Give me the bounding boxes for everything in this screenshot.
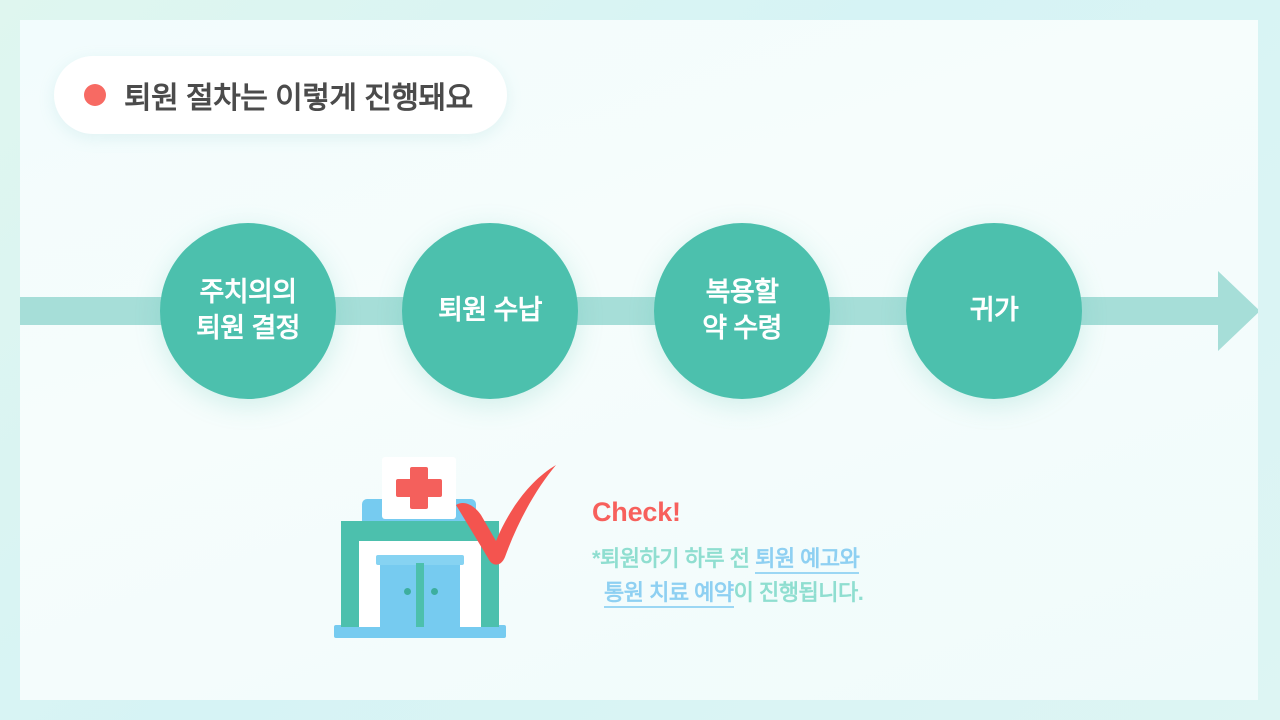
check-line2-highlight[interactable]: 통원 치료 예약 <box>604 580 734 609</box>
timeline-step-1[interactable]: 주치의의 퇴원 결정 <box>160 223 336 399</box>
red-cross-sign <box>382 457 456 519</box>
page-title-pill: 퇴원 절차는 이렇게 진행돼요 <box>54 56 507 134</box>
red-checkmark-icon <box>456 465 556 565</box>
red-dot-icon <box>84 84 106 106</box>
timeline-step-1-line-2: 퇴원 결정 <box>196 313 300 343</box>
hospital-door-handle-left <box>404 588 411 595</box>
check-body-line-1: *퇴원하기 하루 전 퇴원 예고와 <box>592 542 1012 576</box>
red-cross-icon-bar <box>396 479 442 497</box>
timeline-step-3-line-1: 복용할 <box>705 277 779 308</box>
check-line1-prefix: *퇴원하기 하루 전 <box>592 546 756 571</box>
hospital-door-lintel <box>376 555 464 565</box>
timeline-step-4-line-1: 귀가 <box>969 295 1019 326</box>
bottom-section: Check! *퇴원하기 하루 전 퇴원 예고와 통원 치료 예약이 진행됩니다… <box>20 435 1258 700</box>
hospital-door-handle-right <box>431 588 438 595</box>
timeline-step-2-line-1: 퇴원 수납 <box>438 295 542 326</box>
timeline-step-2[interactable]: 퇴원 수납 <box>402 223 578 399</box>
timeline-step-3-line-2: 약 수령 <box>702 313 782 343</box>
timeline-steps: 주치의의 퇴원 결정 퇴원 수납 복용할 약 수령 귀가 <box>20 190 1258 420</box>
timeline-step-3[interactable]: 복용할 약 수령 <box>654 223 830 399</box>
slide-card: 퇴원 절차는 이렇게 진행돼요 주치의의 퇴원 결정 퇴원 수납 복용할 약 수… <box>20 20 1258 700</box>
hospital-building-icon <box>320 455 560 655</box>
check-body-line-2: 통원 치료 예약이 진행됩니다. <box>592 576 1012 610</box>
check-line1-highlight[interactable]: 퇴원 예고와 <box>755 546 860 574</box>
check-body: *퇴원하기 하루 전 퇴원 예고와 통원 치료 예약이 진행됩니다. <box>592 542 1012 610</box>
page-title: 퇴원 절차는 이렇게 진행돼요 <box>124 82 473 115</box>
hospital-base <box>334 625 506 638</box>
timeline-step-4[interactable]: 귀가 <box>906 223 1082 399</box>
hospital-door-divider <box>416 563 424 627</box>
check-note: Check! *퇴원하기 하루 전 퇴원 예고와 통원 치료 예약이 진행됩니다… <box>592 497 1012 610</box>
process-timeline: 주치의의 퇴원 결정 퇴원 수납 복용할 약 수령 귀가 <box>20 190 1258 420</box>
timeline-step-1-line-1: 주치의의 <box>199 277 298 308</box>
check-title: Check! <box>592 497 681 527</box>
arrow-right-icon <box>1218 271 1258 351</box>
check-line2-suffix: 이 진행됩니다. <box>733 580 864 606</box>
